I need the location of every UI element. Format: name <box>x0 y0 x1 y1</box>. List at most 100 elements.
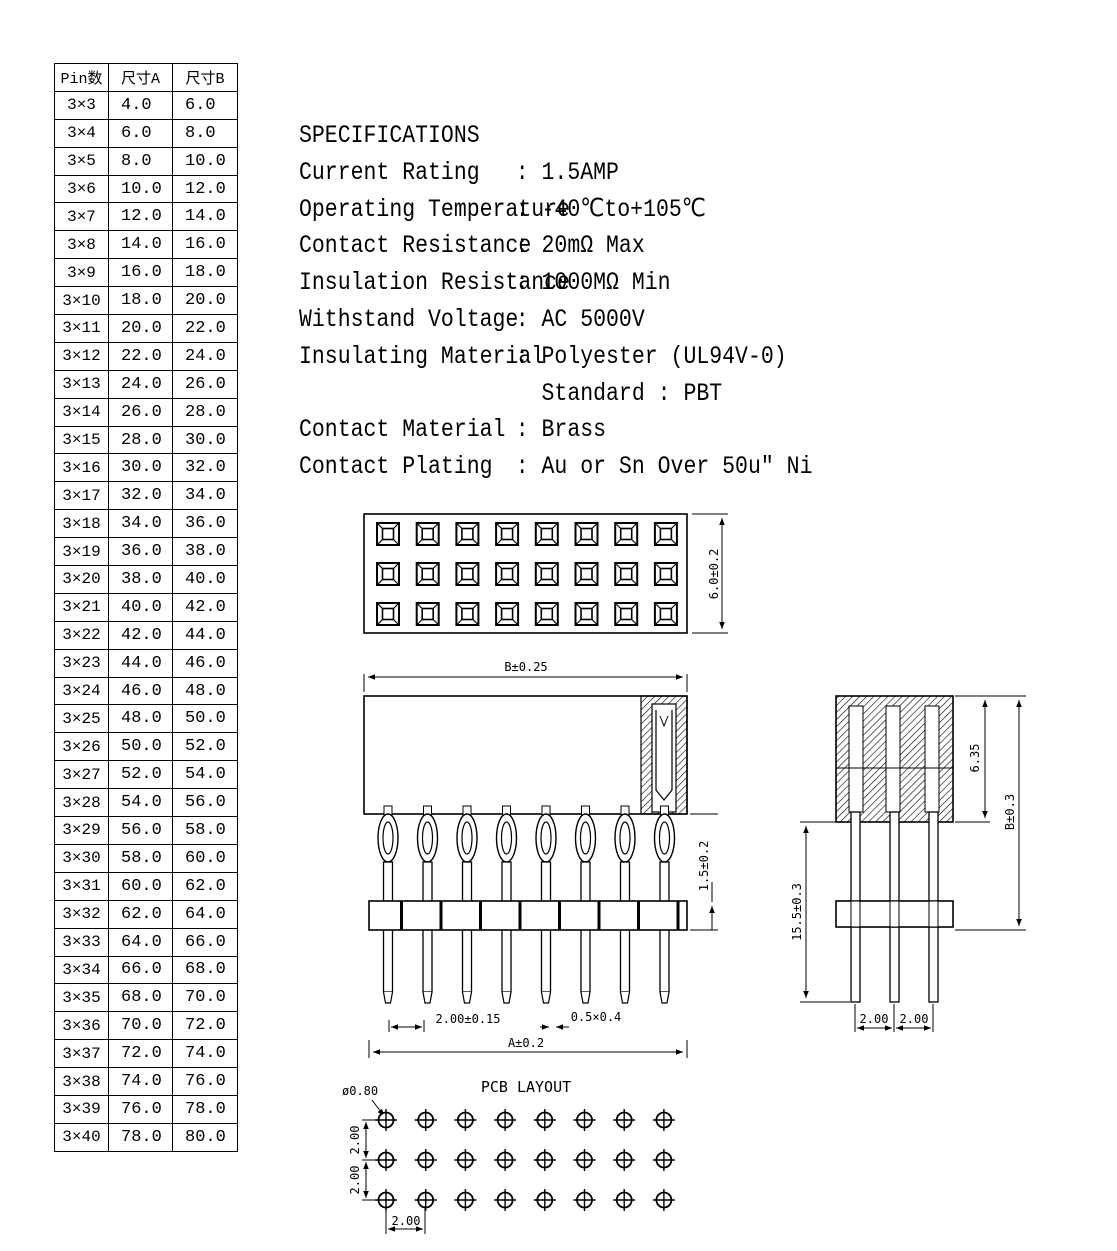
pcb-hole <box>454 1109 477 1131</box>
contact-cell <box>614 522 639 546</box>
cell-pin-count: 3×15 <box>54 425 109 455</box>
cell-size-a: 48.0 <box>108 704 173 734</box>
cell-size-a: 54.0 <box>108 788 173 818</box>
spec-label: Contact Resistance <box>299 231 532 261</box>
cell-size-b: 44.0 <box>172 620 238 650</box>
pcb-hole <box>613 1149 636 1171</box>
cell-size-b: 40.0 <box>172 565 238 594</box>
cell-size-b: 64.0 <box>172 899 238 929</box>
dim-pcb-pitch-v1: 2.00 <box>348 1126 362 1155</box>
dim-side-pitch-2: 2.00 <box>900 1012 929 1026</box>
spec-row: Contact Material: Brass <box>299 412 812 449</box>
cell-size-a: 26.0 <box>108 397 173 427</box>
contact-cell <box>415 522 440 546</box>
cell-size-b: 26.0 <box>172 369 238 399</box>
pcb-hole <box>613 1109 636 1131</box>
contact-cell <box>455 522 480 546</box>
contact-cell <box>455 602 480 626</box>
dim-side-total: 15.5±0.3 <box>790 883 804 941</box>
cell-pin-count: 3×4 <box>54 118 109 148</box>
contact-cell <box>574 522 599 546</box>
spec-row: Insulation Resistance: 1000MΩ Min <box>299 265 812 302</box>
contact-cell <box>415 562 440 586</box>
front-view-housing <box>363 695 688 815</box>
cell-pin-count: 3×36 <box>54 1011 109 1041</box>
spec-value: : AC 5000V <box>515 304 645 334</box>
spec-row: Withstand Voltage: AC 5000V <box>299 302 812 339</box>
contact-cell <box>495 522 520 546</box>
pcb-layout: PCB LAYOUT ø0.80 2.00 2.00 2.00 <box>342 1078 675 1234</box>
cell-size-b: 68.0 <box>172 955 238 985</box>
cell-pin-count: 3×27 <box>54 760 109 790</box>
cell-size-b: 34.0 <box>172 481 238 511</box>
table-header-row: Pin数 尺寸A 尺寸B <box>54 63 238 92</box>
cell-pin-count: 3×34 <box>54 955 109 985</box>
contact-cell <box>614 602 639 626</box>
pcb-hole <box>414 1109 437 1131</box>
cell-size-a: 60.0 <box>108 871 173 901</box>
spec-value: : 1.5AMP <box>515 157 619 187</box>
dim-pin-size: 0.5×0.4 <box>571 1010 622 1024</box>
pcb-hole <box>414 1189 437 1211</box>
pcb-hole <box>494 1149 517 1171</box>
contact-cell <box>653 562 678 586</box>
cell-size-b: 24.0 <box>172 341 238 371</box>
spec-value: : -40℃to+105℃ <box>515 194 706 224</box>
dim-tail-height: 1.5±0.2 <box>697 841 711 892</box>
pcb-hole <box>613 1189 636 1211</box>
cell-size-a: 64.0 <box>108 927 173 957</box>
cell-size-a: 44.0 <box>108 648 173 678</box>
cell-size-b: 18.0 <box>172 258 238 288</box>
pcb-holes <box>375 1109 675 1211</box>
top-view: 6.0±0.2 <box>363 513 728 634</box>
pcb-hole <box>533 1109 556 1131</box>
cell-size-a: 52.0 <box>108 760 173 790</box>
cell-size-a: 10.0 <box>108 174 173 204</box>
dim-b-length: B±0.25 <box>504 660 547 674</box>
cell-pin-count: 3×35 <box>54 983 109 1013</box>
cell-size-b: 20.0 <box>172 286 238 316</box>
pcb-hole <box>494 1189 517 1211</box>
contact-cell <box>415 602 440 626</box>
spec-label: Current Rating <box>299 157 480 187</box>
cell-pin-count: 3×28 <box>54 788 109 818</box>
spec-row: Contact Plating: Au or Sn Over 50u" Ni <box>299 449 812 486</box>
dim-top-height: 6.0±0.2 <box>707 549 721 600</box>
contact-cell <box>534 522 559 546</box>
contact-cell <box>653 602 678 626</box>
dim-pcb-pitch-v2: 2.00 <box>348 1166 362 1195</box>
pcb-hole <box>494 1109 517 1131</box>
contact-cell <box>376 562 400 586</box>
cell-pin-count: 3×17 <box>54 481 109 511</box>
cell-pin-count: 3×25 <box>54 704 109 734</box>
cell-pin-count: 3×5 <box>54 146 109 176</box>
spec-value: : 20mΩ Max <box>515 231 645 261</box>
cell-pin-count: 3×24 <box>54 676 109 706</box>
cell-pin-count: 3×39 <box>54 1094 109 1124</box>
cell-size-a: 20.0 <box>108 314 173 343</box>
cell-size-b: 6.0 <box>172 90 238 120</box>
contact-cell <box>376 522 400 546</box>
cell-size-a: 34.0 <box>108 509 173 539</box>
pcb-hole <box>652 1189 675 1211</box>
cell-size-a: 6.0 <box>108 118 173 148</box>
cell-size-a: 30.0 <box>108 453 173 483</box>
contact-cell <box>574 602 599 626</box>
front-view: B±0.25 1.5±0.2 2.00±0.15 0.5×0.4 A±0.2 <box>363 660 718 1058</box>
cell-size-b: 16.0 <box>172 230 238 260</box>
cell-size-b: 8.0 <box>172 118 238 148</box>
pcb-hole <box>652 1109 675 1131</box>
